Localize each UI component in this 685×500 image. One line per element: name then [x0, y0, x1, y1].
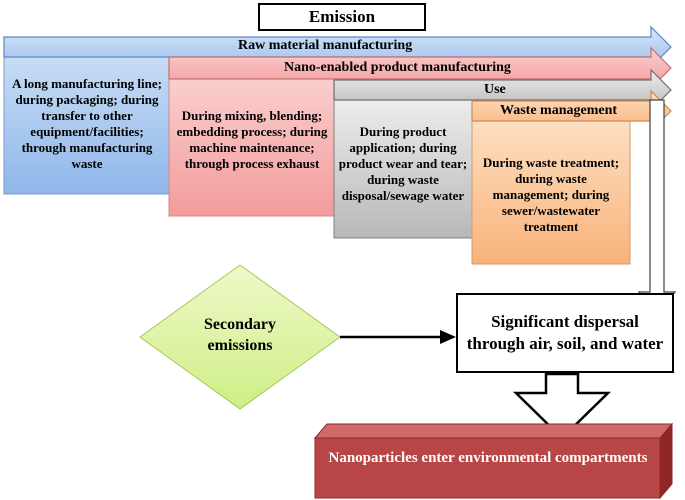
banner-label-use: Use	[484, 82, 506, 97]
arrow-down-to-final	[512, 372, 612, 440]
banner-label-raw: Raw material manufacturing	[238, 38, 413, 53]
stage-panel-product	[168, 73, 335, 217]
banner-label-waste: Waste management	[500, 103, 618, 118]
secondary-emissions-diamond	[139, 264, 341, 410]
stage-text-waste: During waste treatment; during waste man…	[482, 155, 620, 234]
stage-text-product: During mixing, blending; embedding proce…	[176, 108, 328, 171]
dispersal-box: Significant dispersal through air, soil,…	[456, 293, 674, 373]
arrow-product-manufacturing	[168, 46, 672, 90]
secondary-emissions-label: Secondary emissions	[204, 316, 276, 354]
final-box-front	[314, 437, 661, 499]
stage-panel-waste	[471, 117, 631, 265]
final-box-label: Nanoparticles enter environmental compar…	[328, 450, 648, 466]
stage-panel-raw	[3, 53, 170, 195]
emission-title: Emission	[258, 3, 426, 31]
arrow-down-to-dispersal	[637, 99, 677, 315]
stage-text-use: During product application; during produ…	[338, 124, 468, 203]
arrow-secondary-to-dispersal-head	[440, 330, 456, 344]
stage-text-raw: A long manufacturing line; during packag…	[12, 76, 162, 171]
banner-label-product: Nano-enabled product manufacturing	[284, 60, 511, 75]
final-box-top	[313, 423, 674, 439]
